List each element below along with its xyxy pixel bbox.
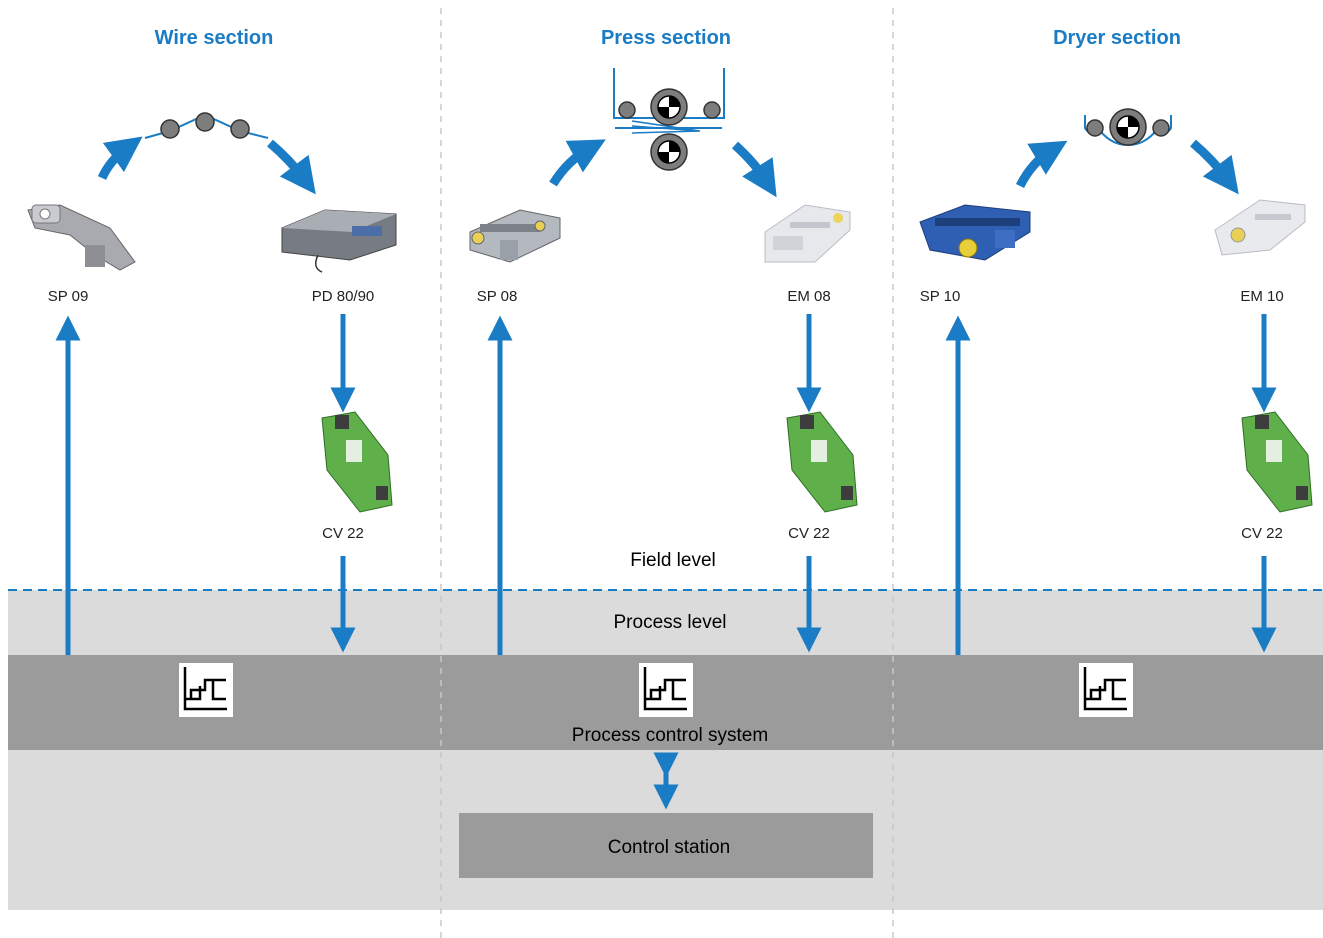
device-label-output: EM 10 xyxy=(1240,288,1283,305)
flow-arrow-out xyxy=(1190,139,1239,195)
flow-arrow-in xyxy=(549,139,606,187)
sp09-device-image xyxy=(27,204,136,271)
flow-arrow-in xyxy=(97,136,143,180)
pcs-icon xyxy=(639,663,693,717)
flow-arrow-out xyxy=(731,141,777,198)
sp10-device-image xyxy=(919,204,1031,261)
process-control-system-label: Process control system xyxy=(572,725,768,746)
section-title-dryer: Dryer section xyxy=(1053,27,1181,49)
em08-device-image xyxy=(764,204,851,263)
field-level-label: Field level xyxy=(630,550,716,571)
converter-label: CV 22 xyxy=(1241,525,1283,542)
press-roll-schematic xyxy=(613,68,725,171)
dryer-roll-schematic xyxy=(1084,108,1172,147)
pcs-icon xyxy=(1079,663,1133,717)
device-label-input: SP 08 xyxy=(477,288,518,305)
device-label-input: SP 09 xyxy=(48,288,89,305)
em10-device-image xyxy=(1214,199,1306,256)
device-label-input: SP 10 xyxy=(920,288,961,305)
control-station-label: Control station xyxy=(608,837,731,858)
flow-arrow-in xyxy=(1015,140,1068,189)
flow-arrow-out xyxy=(267,139,316,195)
process-level-band xyxy=(8,590,1323,655)
cv22-converter-image xyxy=(321,411,393,513)
converter-label: CV 22 xyxy=(788,525,830,542)
pcs-icon xyxy=(179,663,233,717)
device-label-output: EM 08 xyxy=(787,288,830,305)
process-level-label: Process level xyxy=(614,612,727,633)
section-title-press: Press section xyxy=(601,27,731,49)
cv22-converter-image xyxy=(1241,411,1313,513)
sp08-device-image xyxy=(469,209,561,263)
control-station-box xyxy=(459,813,873,878)
converter-label: CV 22 xyxy=(322,525,364,542)
wire-roll-schematic xyxy=(144,112,269,139)
section-title-wire: Wire section xyxy=(155,27,274,49)
cv22-converter-image xyxy=(786,411,858,513)
pd8090-device-image xyxy=(281,209,397,273)
device-label-output: PD 80/90 xyxy=(312,288,375,305)
